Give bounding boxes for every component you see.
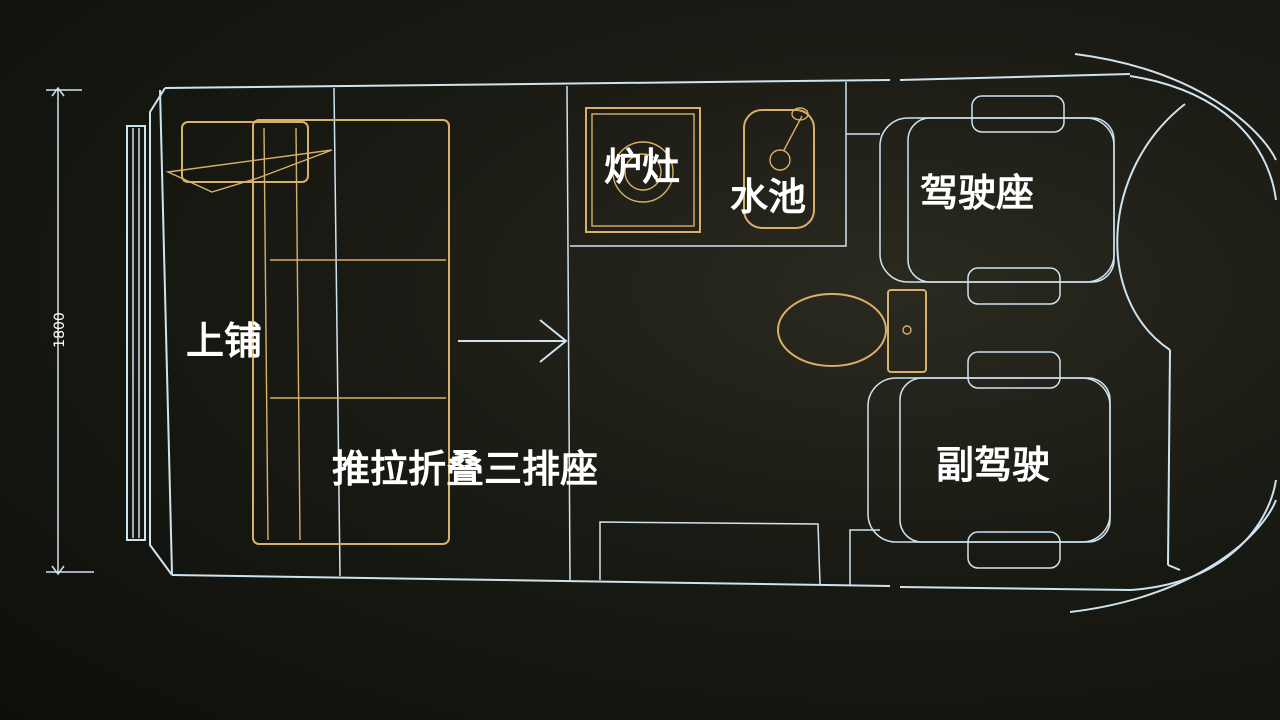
vehicle-outline bbox=[149, 53, 1277, 613]
label-sink: 水池 bbox=[730, 175, 806, 219]
dimension-line: 1800 bbox=[46, 86, 94, 576]
sink-fixture bbox=[743, 107, 815, 229]
label-passenger-seat: 副驾驶 bbox=[936, 443, 1050, 487]
rear-door-strip bbox=[126, 125, 146, 541]
label-folding-seat: 推拉折叠三排座 bbox=[332, 447, 598, 491]
interior-partitions bbox=[333, 82, 880, 586]
passenger-seat-outline bbox=[867, 351, 1111, 569]
folding-seat-furniture bbox=[165, 119, 450, 545]
label-driver-seat: 驾驶座 bbox=[920, 171, 1034, 215]
toilet-fixture bbox=[777, 289, 927, 373]
dimension-label: 1800 bbox=[52, 312, 68, 348]
slide-direction-arrow bbox=[458, 319, 568, 363]
driver-seat-outline bbox=[879, 95, 1115, 305]
label-stove: 炉灶 bbox=[604, 145, 680, 189]
label-upper-bunk: 上铺 bbox=[186, 319, 262, 363]
stove-fixture bbox=[585, 107, 701, 233]
